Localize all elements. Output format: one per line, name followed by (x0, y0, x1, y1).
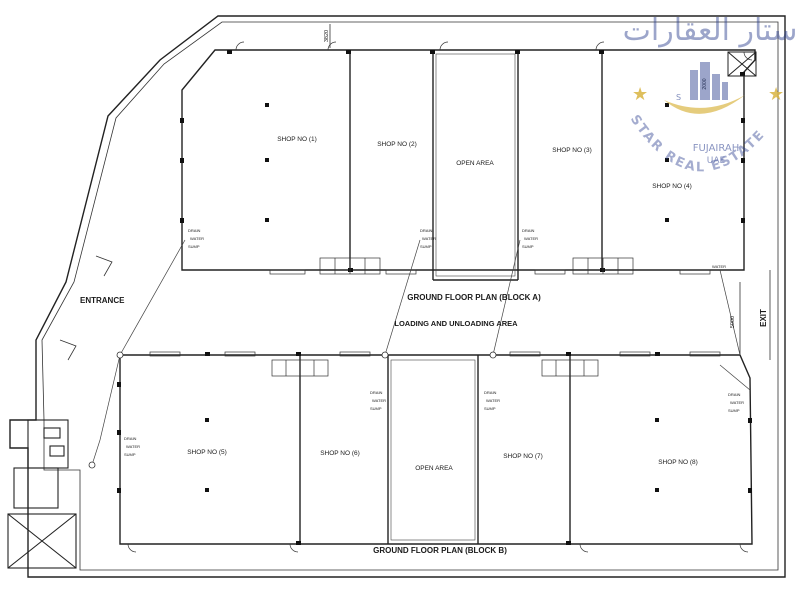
block-b-title: GROUND FLOOR PLAN (BLOCK B) (373, 546, 507, 555)
block-b-toilets (149, 351, 721, 377)
dim-small-label: 2000 (702, 78, 708, 89)
svg-text:WATER: WATER (422, 236, 436, 241)
watermark-logo: ستار العقارات ★ ★ S FUJAIRAH UAE STAR RE… (623, 13, 798, 175)
shop-label-4: SHOP NO (4) (652, 183, 692, 190)
svg-text:SUMP: SUMP (728, 408, 740, 413)
sump-label-a3: DRAIN WATER SUMP (522, 228, 538, 249)
block-b-outline (119, 354, 753, 545)
sump-label-b4: DRAIN WATER SUMP (728, 392, 744, 413)
dim-top-label: 3820 (324, 30, 330, 42)
entrance-arrows (59, 255, 113, 361)
svg-text:S: S (676, 93, 681, 102)
guard-room (7, 419, 77, 569)
watermark-city: FUJAIRAH (693, 143, 740, 154)
svg-text:SUMP: SUMP (188, 244, 200, 249)
svg-text:DRAIN: DRAIN (188, 228, 201, 233)
block-a-toilets (269, 257, 711, 275)
sump-label-a2: DRAIN WATER SUMP (420, 228, 436, 249)
svg-text:DRAIN: DRAIN (522, 228, 535, 233)
svg-text:DRAIN: DRAIN (728, 392, 741, 397)
open-area-b-label: OPEN AREA (415, 465, 453, 472)
dim-right-label: 5000 (730, 316, 736, 328)
shop-label-5: SHOP NO (5) (187, 449, 227, 456)
svg-text:SUMP: SUMP (370, 406, 382, 411)
entrance-label: ENTRANCE (80, 296, 125, 305)
sump-label-b2: DRAIN WATER SUMP (370, 390, 386, 411)
svg-text:DRAIN: DRAIN (484, 390, 497, 395)
svg-text:SUMP: SUMP (124, 452, 136, 457)
exit-label: EXIT (759, 309, 768, 327)
svg-text:WATER: WATER (372, 398, 386, 403)
watermark-skyline-icon (690, 62, 728, 100)
watermark-arabic: ستار العقارات (623, 13, 798, 48)
block-a-title: GROUND FLOOR PLAN (BLOCK A) (407, 293, 541, 302)
watermark-crescent-icon (664, 95, 745, 114)
block-a-columns (180, 50, 745, 272)
svg-text:WATER: WATER (524, 236, 538, 241)
site-boundary (9, 15, 786, 578)
shop-label-6: SHOP NO (6) (320, 450, 360, 457)
shop-label-3: SHOP NO (3) (552, 147, 592, 154)
svg-text:WATER: WATER (730, 400, 744, 405)
shop-label-1: SHOP NO (1) (277, 136, 317, 143)
star-icon: ★ (632, 84, 648, 105)
block-b-doors (127, 543, 749, 553)
svg-text:DRAIN: DRAIN (370, 390, 383, 395)
svg-text:WATER: WATER (190, 236, 204, 241)
block-b-columns (117, 352, 752, 545)
shop-label-7: SHOP NO (7) (503, 453, 543, 460)
sump-label-a1: DRAIN WATER SUMP (188, 228, 204, 249)
open-area-a-label: OPEN AREA (456, 160, 494, 167)
loading-area-label: LOADING AND UNLOADING AREA (394, 319, 518, 328)
manholes (88, 351, 497, 469)
inner-boundary (41, 21, 779, 571)
drainage-lines (91, 239, 751, 466)
sump-label-b3: DRAIN WATER SUMP (484, 390, 500, 411)
svg-text:WATER: WATER (126, 444, 140, 449)
svg-text:SUMP: SUMP (420, 244, 432, 249)
watermark-country: UAE (707, 156, 726, 166)
shop-label-8: SHOP NO (8) (658, 459, 698, 466)
svg-text:WATER: WATER (486, 398, 500, 403)
water-tag-label: WATER (712, 264, 726, 269)
svg-text:DRAIN: DRAIN (124, 436, 137, 441)
utility-box-top-right (727, 51, 757, 77)
svg-text:DRAIN: DRAIN (420, 228, 433, 233)
star-icon: ★ (768, 84, 784, 105)
shop-label-2: SHOP NO (2) (377, 141, 417, 148)
svg-text:SUMP: SUMP (484, 406, 496, 411)
sump-label-b1: DRAIN WATER SUMP (124, 436, 140, 457)
svg-text:SUMP: SUMP (522, 244, 534, 249)
